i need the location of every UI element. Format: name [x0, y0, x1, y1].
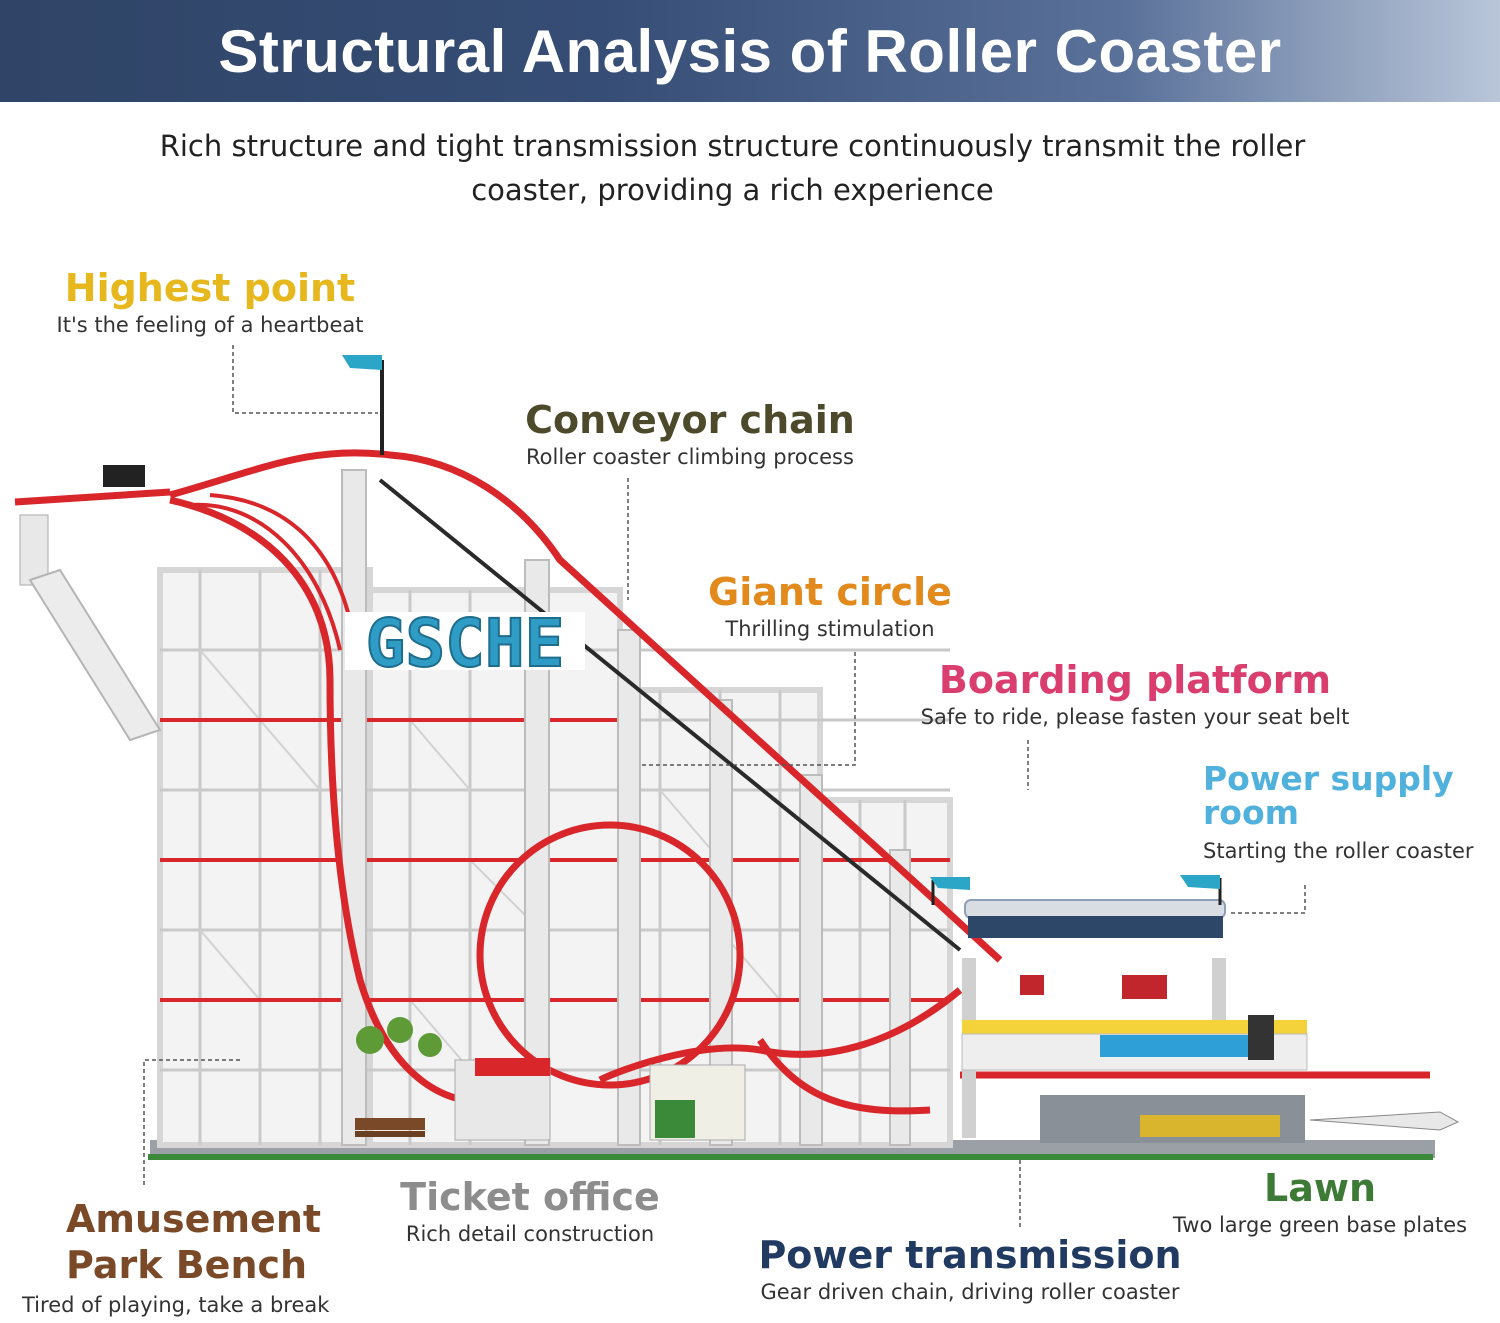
- label-highest-point-title: Highest point: [64, 266, 356, 310]
- label-lawn: Lawn Two large green base plates: [1155, 1168, 1485, 1238]
- label-boarding-platform-title: Boarding platform: [938, 658, 1332, 702]
- flag-icon: [342, 355, 384, 455]
- label-boarding-platform: Boarding platform Safe to ride, please f…: [905, 660, 1365, 730]
- page-title: Structural Analysis of Roller Coaster: [218, 17, 1282, 85]
- label-ticket-office-title: Ticket office: [400, 1175, 660, 1219]
- label-bench-title-1: Amusement: [66, 1197, 322, 1241]
- arm-hinge: [19, 514, 49, 586]
- red-track: [169, 449, 1430, 1115]
- label-bench-title-2: Park Bench: [66, 1243, 308, 1287]
- label-power-supply-room: Power supply room Starting the roller co…: [1203, 762, 1493, 864]
- label-lawn-title: Lawn: [1263, 1166, 1376, 1210]
- label-giant-circle-desc: Thrilling stimulation: [725, 617, 935, 641]
- title-banner: Structural Analysis of Roller Coaster: [0, 0, 1500, 102]
- sign-text: GSCHE: [366, 605, 565, 682]
- page-subtitle: Rich structure and tight transmission st…: [159, 129, 1306, 207]
- label-lawn-desc: Two large green base plates: [1172, 1213, 1468, 1237]
- label-ticket-office-desc: Rich detail construction: [405, 1222, 655, 1246]
- label-highest-point: Highest point It's the feeling of a hear…: [40, 268, 380, 338]
- label-giant-circle: Giant circle Thrilling stimulation: [700, 572, 960, 642]
- tree-foliage: [356, 1017, 442, 1057]
- label-power-transmission: Power transmission Gear driven chain, dr…: [735, 1235, 1205, 1305]
- station-flag-left-icon: [930, 877, 970, 905]
- left-arm: [14, 488, 171, 506]
- conveyor-chain-line: [378, 478, 962, 952]
- label-ticket-office: Ticket office Rich detail construction: [395, 1177, 665, 1247]
- label-conveyor-chain-desc: Roller coaster climbing process: [526, 445, 854, 469]
- jet-ornament: [1309, 1111, 1460, 1131]
- label-bench-desc: Tired of playing, take a break: [22, 1293, 330, 1317]
- label-power-supply-title-2: room: [1203, 793, 1300, 832]
- arm-wheel: [103, 465, 145, 487]
- lift-arch: [189, 493, 352, 651]
- sign-backing: [345, 612, 585, 670]
- label-giant-circle-title: Giant circle: [708, 570, 952, 614]
- lawn-strip: [148, 1154, 1433, 1160]
- label-conveyor-chain-title: Conveyor chain: [525, 398, 855, 442]
- giant-loop: [476, 821, 744, 1089]
- label-power-transmission-title: Power transmission: [758, 1233, 1182, 1277]
- leader-lines: [143, 345, 1306, 1230]
- label-boarding-platform-desc: Safe to ride, please fasten your seat be…: [920, 705, 1350, 729]
- label-power-supply-title-1: Power supply: [1203, 759, 1454, 798]
- label-amusement-park-bench: Amusement Park Bench Tired of playing, t…: [22, 1196, 382, 1318]
- station-flag-right-icon: [1180, 875, 1222, 905]
- arm-ladder: [28, 568, 162, 742]
- label-highest-point-desc: It's the feeling of a heartbeat: [56, 313, 364, 337]
- label-power-transmission-desc: Gear driven chain, driving roller coaste…: [760, 1280, 1180, 1304]
- park-bench: [355, 1118, 425, 1130]
- label-conveyor-chain: Conveyor chain Roller coaster climbing p…: [500, 400, 880, 470]
- ticket-booth: [454, 1058, 746, 1141]
- station-building: [961, 899, 1308, 1143]
- label-power-supply-desc: Starting the roller coaster: [1203, 839, 1474, 863]
- scaffold-diagonals: [199, 649, 781, 1071]
